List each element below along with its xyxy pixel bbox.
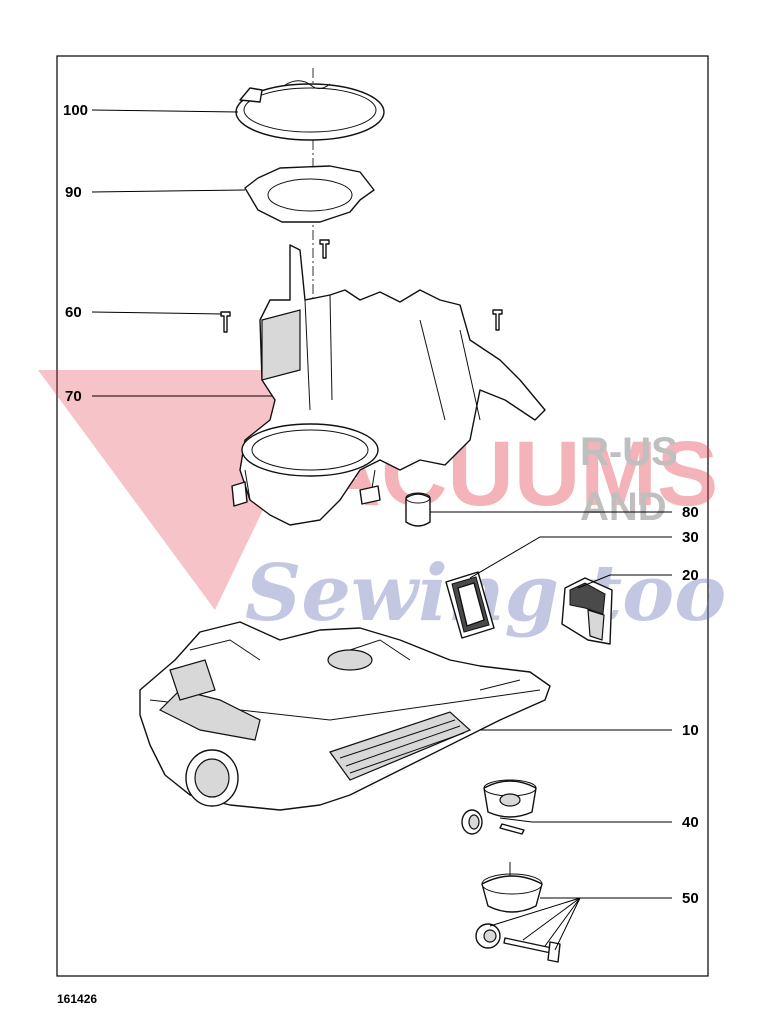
part-20-filter-holder <box>561 577 613 645</box>
callout-80: 80 <box>682 504 699 521</box>
part-60-screws <box>220 239 503 333</box>
callout-60: 60 <box>65 304 82 321</box>
part-40-rear-wheel-assembly <box>461 779 537 835</box>
callout-20: 20 <box>682 567 699 584</box>
part-30-filter-frame <box>445 571 495 639</box>
callout-90: 90 <box>65 184 82 201</box>
part-50-swivel-castor-assembly <box>475 862 561 963</box>
diagram-border <box>56 55 709 977</box>
leader-lines <box>91 109 672 951</box>
part-90-gasket <box>244 165 375 223</box>
callout-labels: 100 90 60 70 80 30 20 10 40 50 <box>63 102 699 907</box>
callout-30: 30 <box>682 529 699 546</box>
callout-50: 50 <box>682 890 699 907</box>
watermark-and: AND <box>580 485 667 529</box>
part-10-chassis-base <box>139 621 551 811</box>
watermark-r-us: R-US <box>580 430 678 474</box>
callout-40: 40 <box>682 814 699 831</box>
callout-10: 10 <box>682 722 699 739</box>
callout-70: 70 <box>65 388 82 405</box>
drawing-number: 161426 <box>57 992 97 1006</box>
callout-100: 100 <box>63 102 88 119</box>
part-100-ring <box>235 80 385 141</box>
part-70-upper-housing <box>231 244 546 526</box>
part-80-clip <box>405 492 431 527</box>
